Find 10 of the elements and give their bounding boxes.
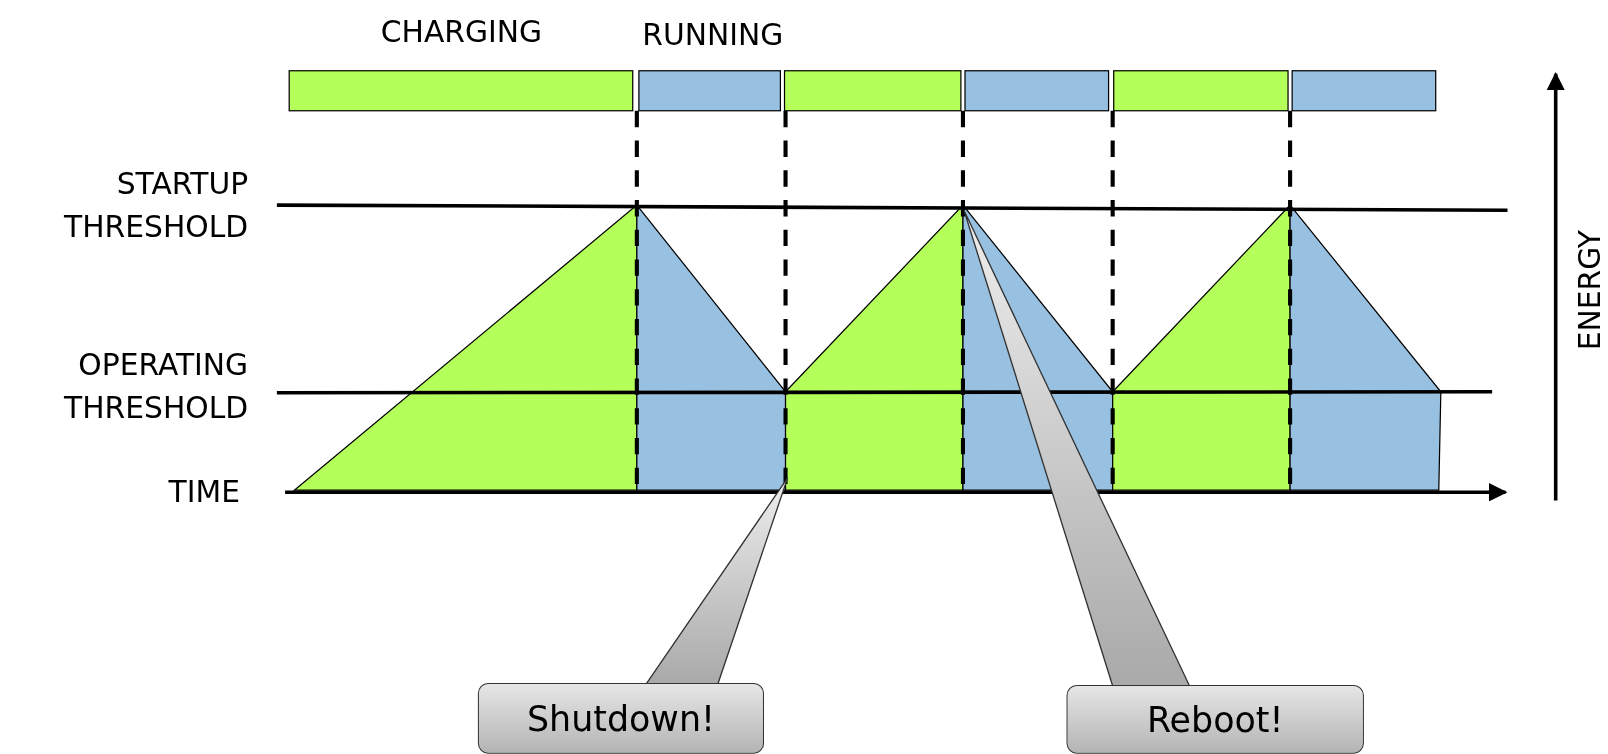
axis-label: ENERGY [1571, 229, 1608, 353]
phase-label: CHARGING [379, 13, 544, 52]
threshold-label: OPERATING THRESHOLD [63, 346, 249, 428]
callout-box: Reboot! [1066, 685, 1364, 754]
axis-label: TIME [167, 473, 240, 512]
phase-label: RUNNING [641, 16, 785, 55]
callout-pointer [963, 209, 1191, 687]
callout-pointer [644, 477, 789, 685]
threshold-label: STARTUP THRESHOLD [63, 165, 249, 247]
callout-box: Shutdown! [477, 683, 764, 754]
